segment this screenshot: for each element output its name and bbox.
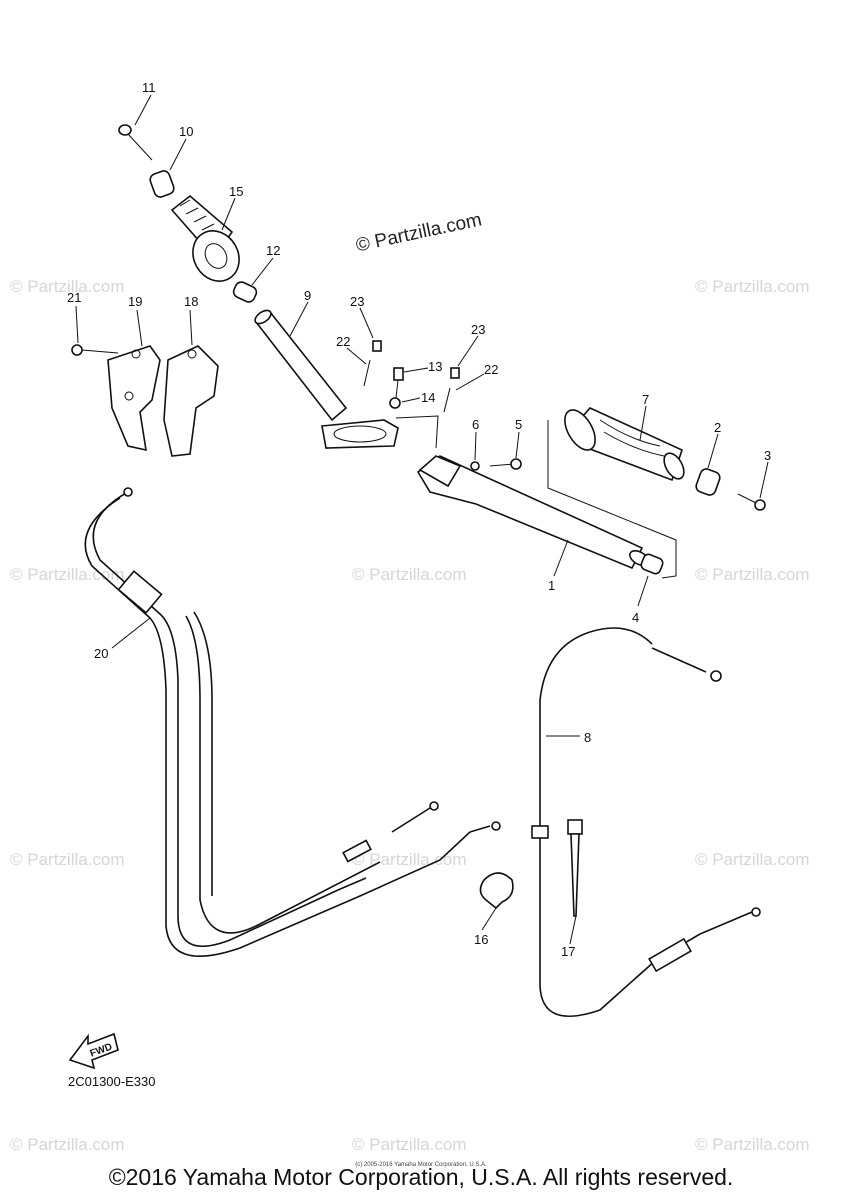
callout-10: 10: [179, 124, 193, 139]
callout-18: 18: [184, 294, 198, 309]
assembly-lines: [395, 415, 677, 579]
watermark-faint: © Partzilla.com: [695, 565, 810, 584]
callout-14: 14: [421, 390, 435, 405]
clutch-cable-8: [531, 627, 761, 1018]
callout-8: 8: [584, 730, 591, 745]
callout-13: 13: [428, 359, 442, 374]
copyright-main: ©2016 Yamaha Motor Corporation, U.S.A. A…: [108, 1164, 734, 1190]
callout-4: 4: [632, 610, 639, 625]
callout-3: 3: [764, 448, 771, 463]
screw-3: [737, 493, 766, 511]
cable-clamp-16: [479, 872, 514, 910]
callout-11: 11: [142, 80, 156, 95]
fwd-arrow-icon: FWD: [68, 1032, 119, 1070]
watermark-faint: © Partzilla.com: [695, 277, 810, 296]
grip-15: [170, 194, 240, 282]
watermark-faint: © Partzilla.com: [695, 1135, 810, 1154]
callouts: 11 10 15 12 9 21 19 18 23 22 13 14 23 22…: [67, 80, 771, 959]
watermark-faint: © Partzilla.com: [352, 1135, 467, 1154]
cable-tie-17: [567, 819, 583, 917]
callout-16: 16: [474, 932, 488, 947]
callout-6: 6: [472, 417, 479, 432]
watermark-faint: © Partzilla.com: [10, 565, 125, 584]
callout-21: 21: [67, 290, 81, 305]
throttle-cable-20: [84, 487, 501, 957]
screw-21: [71, 344, 119, 356]
watermark-faint: © Partzilla.com: [352, 565, 467, 584]
bar-end-weight-2: [695, 468, 721, 496]
right-grip-7: [564, 407, 685, 482]
right-handlebar-1: [416, 367, 664, 575]
left-grip-assembly: [118, 124, 258, 303]
switch-housing-18: [163, 345, 219, 457]
copyright-small: (c) 2005-2016 Yamaha Motor Corporation, …: [355, 1162, 487, 1168]
callout-5: 5: [515, 417, 522, 432]
screw-11: [118, 124, 153, 161]
left-handlebar-9: [254, 309, 404, 449]
watermark-faint: © Partzilla.com: [352, 850, 467, 869]
watermark-grid: © Partzilla.com © Partzilla.com © Partzi…: [10, 277, 810, 1154]
leader-lines: [75, 94, 769, 945]
switch-housing-19: [107, 345, 161, 452]
watermark-faint: © Partzilla.com: [695, 850, 810, 869]
watermark-faint: © Partzilla.com: [10, 850, 125, 869]
callout-22-left: 22: [336, 334, 350, 349]
callout-1: 1: [548, 578, 555, 593]
callout-7: 7: [642, 392, 649, 407]
callout-23-right: 23: [471, 322, 485, 337]
callout-12: 12: [266, 243, 280, 258]
callout-17: 17: [561, 944, 575, 959]
callout-2: 2: [714, 420, 721, 435]
callout-15: 15: [229, 184, 243, 199]
plug-12: [232, 281, 258, 303]
bar-end-weight-10: [149, 170, 175, 198]
callout-23-left: 23: [350, 294, 364, 309]
callout-20: 20: [94, 646, 108, 661]
callout-22-right: 22: [484, 362, 498, 377]
watermark-faint: © Partzilla.com: [10, 277, 125, 296]
diagram-code: 2C01300-E330: [68, 1074, 156, 1089]
callout-9: 9: [304, 288, 311, 303]
callout-19: 19: [128, 294, 142, 309]
watermark-faint: © Partzilla.com: [10, 1135, 125, 1154]
